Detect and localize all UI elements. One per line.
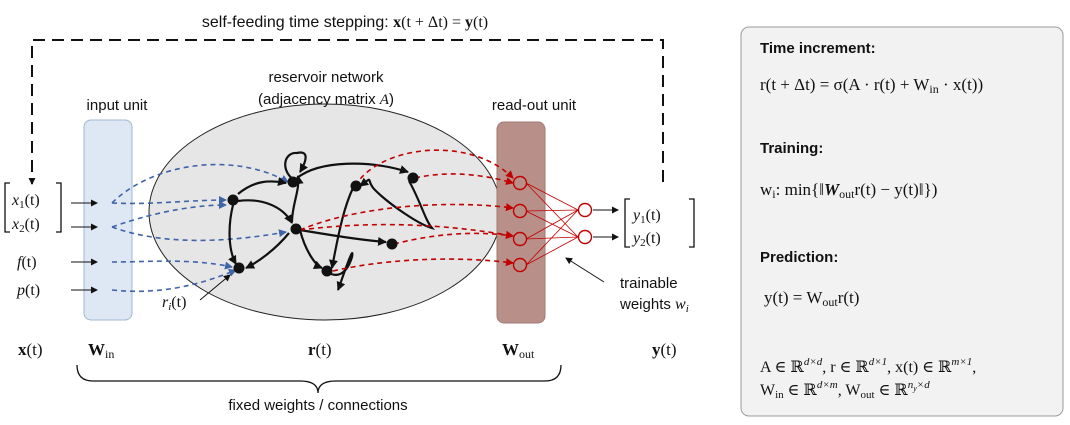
input-f: f(t) [17,254,37,271]
label-r: r(t) [308,340,332,359]
fixed-weights-brace [76,364,562,394]
output-neurons [577,202,593,245]
readout-unit-label: read-out unit [492,97,577,114]
reservoir-edges [228,151,436,291]
time-increment-heading: Time increment: [760,40,876,57]
output-vector-y: y1(t) y2(t) [624,198,695,249]
input-vector-x: x1(t) x2(t) [4,182,62,235]
svg-text:y1(t): y1(t) [631,207,661,226]
equations-panel [740,26,1064,417]
reservoir-ellipse [148,103,502,321]
feedback-loop-line [28,39,664,185]
trainable-pointer [565,257,605,283]
training-heading: Training: [760,140,823,157]
brace-label: fixed weights / connections [228,397,407,414]
label-wout: Wout [502,340,535,361]
label-y: y(t) [652,340,677,359]
node-label: ri(t) [162,294,186,313]
readout-unit-box [496,121,546,324]
training-eq: wi: min{‖Woutr(t) − y(t)‖}) [760,180,937,201]
svg-text:x1(t): x1(t) [11,192,40,211]
dims-line-2: Win ∈ ℝd×m, Wout ∈ ℝny×d [760,379,930,401]
input-unit-label: input unit [87,97,149,114]
input-connections [111,163,289,293]
prediction-heading: Prediction: [760,249,838,266]
svg-text:y2(t): y2(t) [631,230,661,249]
readout-connections [299,149,514,272]
trainable-label-1: trainable [620,275,678,292]
label-x: x(t) [18,340,43,359]
reservoir-nodes [227,172,419,277]
readout-neurons [512,175,528,273]
reservoir-title: reservoir network [268,69,384,86]
output-arrows [593,206,619,241]
trainable-label-2: weights wi [619,296,689,315]
prediction-eq: y(t) = Woutr(t) [764,288,859,309]
svg-text:x2(t): x2(t) [11,216,40,235]
label-win: Win [88,340,114,361]
feedback-caption: self-feeding time stepping: x(t + Δt) = … [202,14,488,31]
input-arrows [71,199,98,294]
input-p: p(t) [16,282,40,299]
readout-weights [525,182,579,266]
time-increment-eq: r(t + Δt) = σ(A · r(t) + Win · x(t)) [760,75,983,96]
reservoir-subtitle: (adjacency matrix A) [258,91,394,108]
dims-line-1: A ∈ ℝd×d, r ∈ ℝd×1, x(t) ∈ ℝm×1, [760,356,976,376]
node-label-pointer [199,274,231,301]
